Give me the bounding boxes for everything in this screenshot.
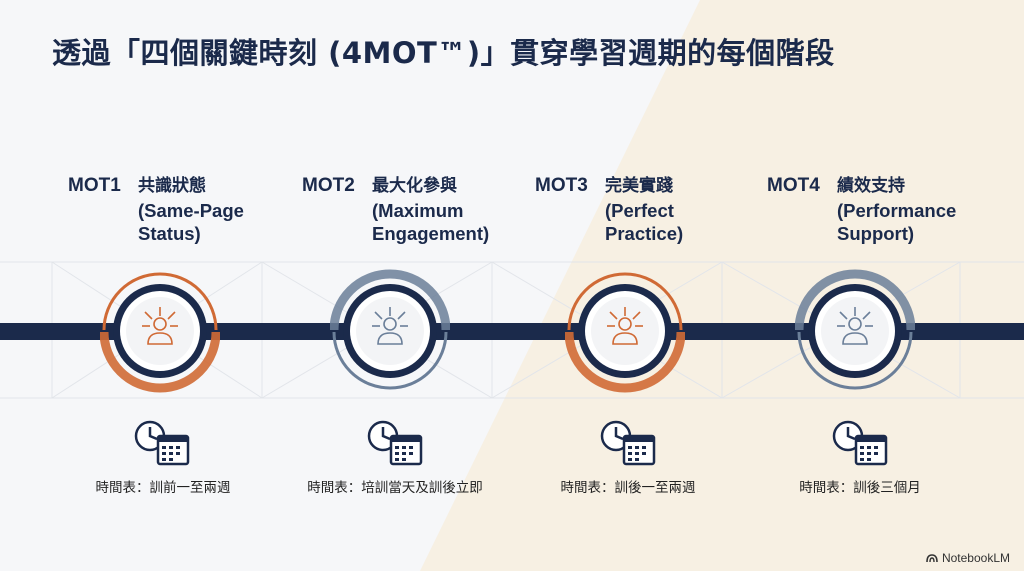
calendar-icon — [854, 434, 888, 466]
stage-name-en: (Performance Support) — [837, 200, 957, 244]
stage-node-mot1 — [100, 272, 220, 393]
stage-node-mot4 — [795, 269, 915, 390]
stage-name-en: (Same-Page Status) — [138, 200, 244, 244]
person-network-icon — [372, 307, 408, 345]
person-network-icon — [837, 307, 873, 345]
clock-calendar-icon — [367, 420, 423, 466]
calendar-icon — [389, 434, 423, 466]
stage-name-zh: 共識狀態 — [138, 176, 206, 196]
clock-calendar-icon — [134, 420, 190, 466]
stage-schedule: 時間表：訓後一至兩週 — [560, 480, 696, 496]
stage-schedule: 時間表：訓後三個月 — [799, 480, 921, 496]
clock-calendar-icon — [600, 420, 656, 466]
stage-node-mot2 — [330, 269, 450, 390]
stage-schedule: 時間表：培訓當天及訓後立即 — [307, 480, 483, 496]
stage-name-zh: 完美實踐 — [605, 176, 673, 196]
stage-name-en: (Perfect Practice) — [605, 200, 684, 244]
brand-watermark: NotebookLM — [926, 551, 1010, 565]
timeline-bar — [0, 323, 1024, 340]
person-network-icon — [607, 307, 643, 345]
stage-name-zh: 績效支持 — [837, 176, 905, 196]
calendar-icon — [156, 434, 190, 466]
stage-id: MOT4 — [767, 175, 820, 196]
notebooklm-logo-icon — [926, 554, 938, 563]
stage-id: MOT1 — [68, 175, 121, 196]
brand-label: NotebookLM — [941, 551, 1010, 565]
person-network-icon — [142, 307, 178, 345]
clock-calendar-icon — [832, 420, 888, 466]
stage-name-zh: 最大化參與 — [372, 176, 457, 196]
stage-node-mot3 — [565, 272, 685, 393]
stage-id: MOT2 — [302, 175, 355, 196]
page-title: 透過「四個關鍵時刻 (4MOT™)」貫穿學習週期的每個階段 — [52, 36, 835, 70]
stage-name-en: (Maximum Engagement) — [372, 200, 490, 244]
stage-schedule: 時間表：訓前一至兩週 — [95, 480, 231, 496]
stage-id: MOT3 — [535, 175, 588, 196]
calendar-icon — [622, 434, 656, 466]
